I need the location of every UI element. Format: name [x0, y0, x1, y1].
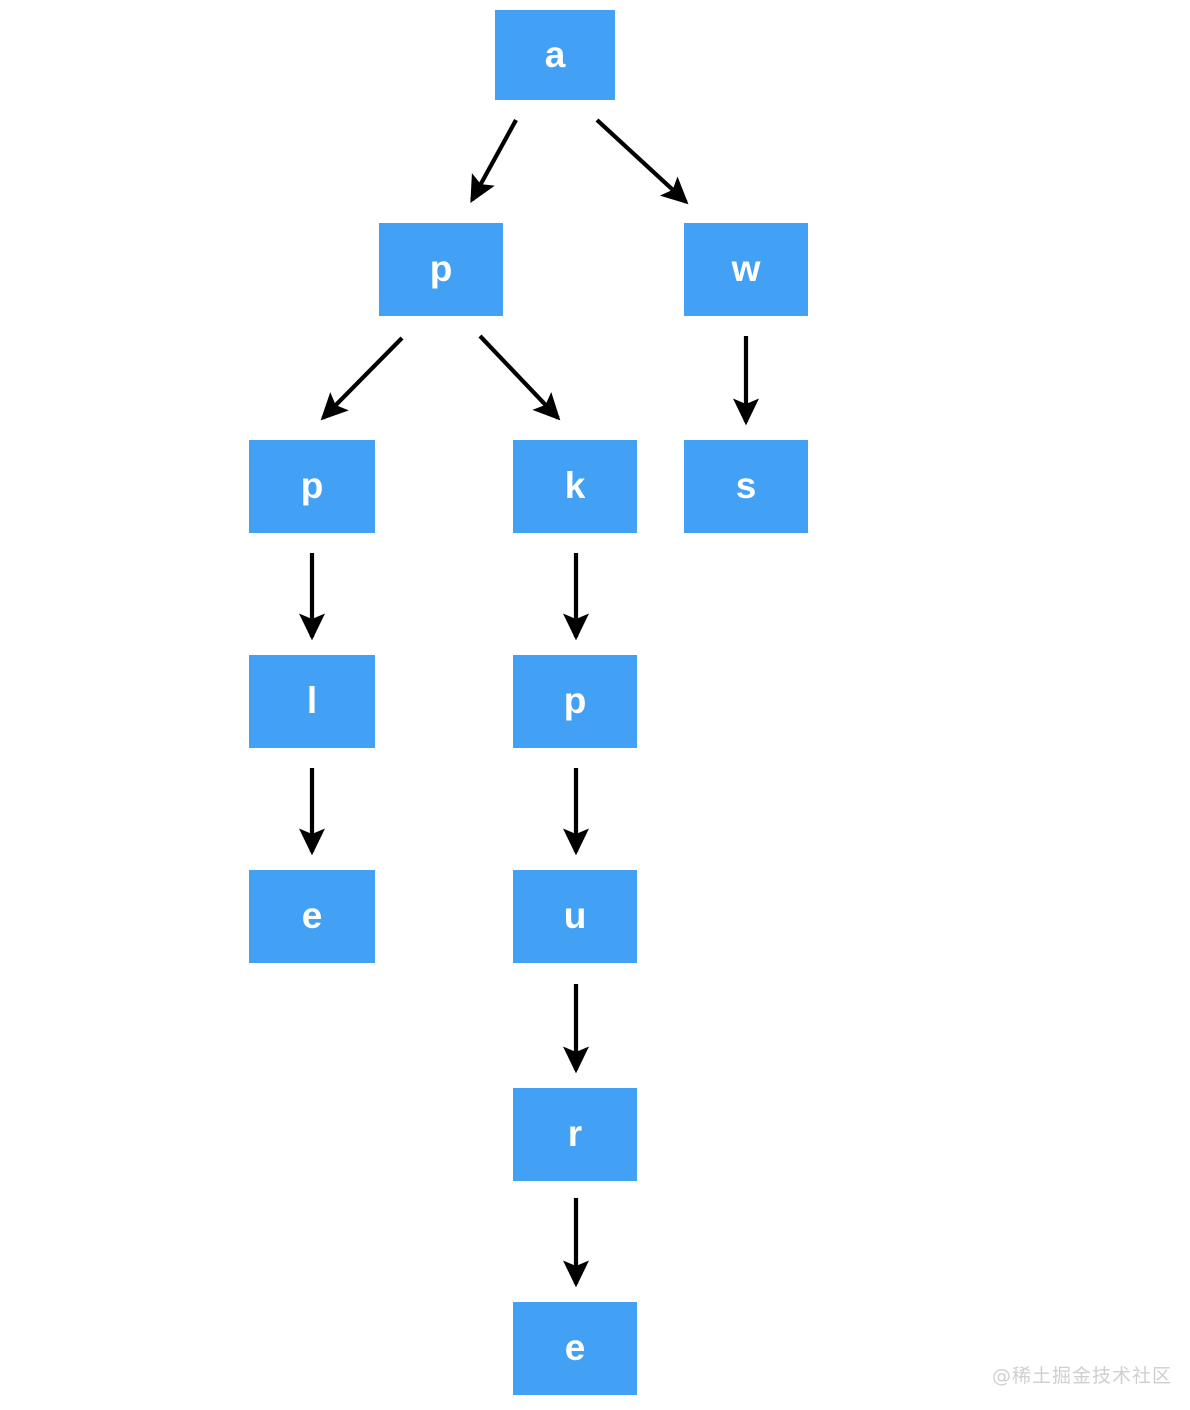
tree-node-label: a	[544, 33, 566, 75]
tree-node-label: k	[564, 465, 586, 506]
tree-node[interactable]: e	[249, 870, 375, 963]
tree-node[interactable]: p	[379, 223, 503, 316]
tree-node-label: r	[567, 1113, 583, 1154]
tree-edge	[470, 118, 518, 203]
tree-node-label: p	[563, 680, 587, 721]
tree-node[interactable]: l	[249, 655, 375, 748]
tree-node[interactable]: w	[684, 223, 808, 316]
tree-node[interactable]: a	[495, 10, 615, 100]
tree-node-label: p	[300, 465, 324, 506]
tree-node-label: p	[429, 248, 453, 289]
tree-node-label: e	[301, 895, 323, 936]
tree-node[interactable]: p	[249, 440, 375, 533]
tree-node[interactable]: k	[513, 440, 637, 533]
tree-node-label: l	[306, 680, 318, 721]
tree-node-label: s	[735, 465, 757, 506]
tree-node-label: u	[563, 895, 587, 936]
tree-node[interactable]: u	[513, 870, 637, 963]
tree-node[interactable]: s	[684, 440, 808, 533]
tree-node[interactable]: e	[513, 1302, 637, 1395]
tree-node[interactable]: r	[513, 1088, 637, 1181]
tree-node-label: e	[564, 1327, 586, 1368]
tree-edge	[478, 334, 561, 421]
tree-edge	[595, 118, 689, 205]
tree-edge	[320, 336, 404, 421]
tree-node[interactable]: p	[513, 655, 637, 748]
tree-node-label: w	[731, 248, 761, 289]
watermark: @稀土掘金技术社区	[991, 1365, 1172, 1387]
